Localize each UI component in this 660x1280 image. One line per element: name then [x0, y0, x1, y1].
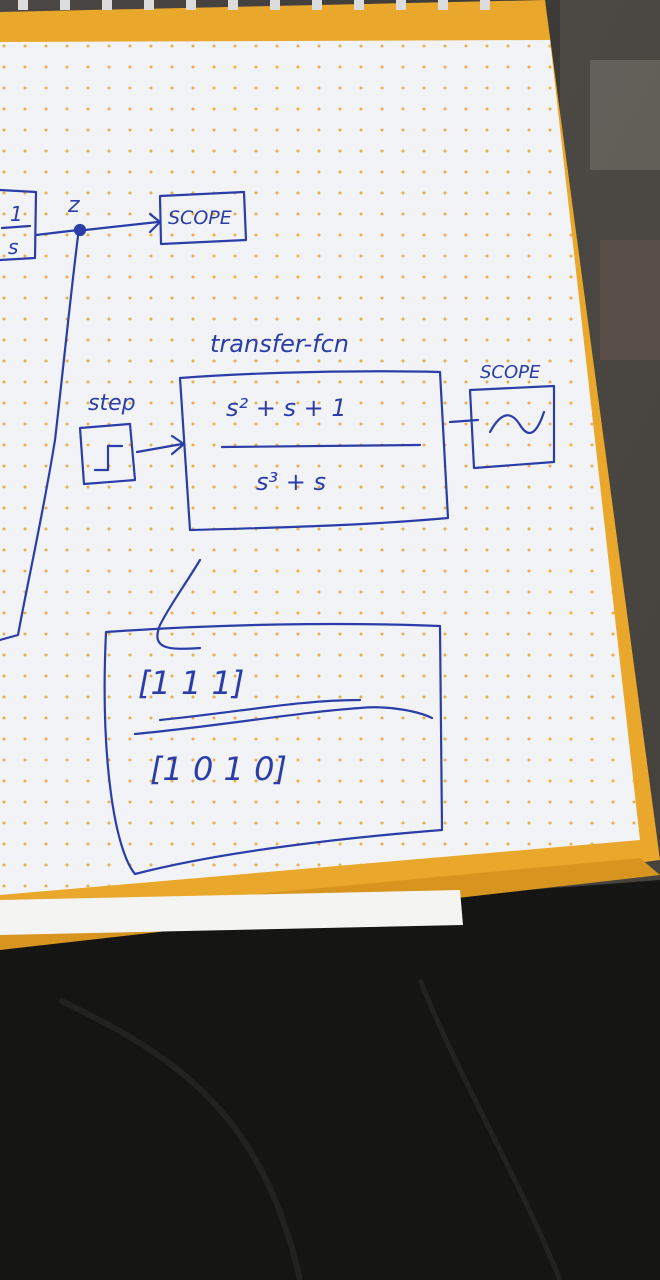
- right-scope-block: [468, 384, 556, 470]
- integrator-numerator: 1: [10, 202, 23, 226]
- spiral-binding: [18, 0, 490, 10]
- top-scope-block: [158, 190, 248, 246]
- right-scope-label: SCOPE: [480, 362, 541, 383]
- vector-numerator: [1 1 1]: [138, 664, 244, 702]
- scope-wave-icon: [488, 410, 546, 435]
- vector-denominator: [1 0 1 0]: [150, 750, 287, 788]
- connector-stroke: [156, 558, 202, 650]
- tf-denominator: s³ + s: [256, 468, 326, 496]
- integrator-denominator: s: [8, 235, 18, 259]
- step-icon: [93, 444, 124, 472]
- integrator-block: [0, 188, 38, 262]
- branch-node: [73, 223, 87, 237]
- transfer-fcn-label: transfer-fcn: [210, 330, 349, 358]
- step-block: [78, 422, 137, 486]
- step-label: step: [88, 391, 136, 416]
- vector-fraction-bar: [133, 706, 434, 736]
- feedback-line: [0, 234, 80, 642]
- dark-fabric: [0, 880, 660, 1280]
- transfer-fcn-block: [178, 370, 450, 532]
- signal-label: z: [67, 193, 80, 218]
- tf-numerator: s² + s + 1: [226, 394, 347, 422]
- tf-fraction-bar: [220, 443, 422, 449]
- top-scope-label: SCOPE: [168, 207, 232, 229]
- vector-block: [103, 622, 444, 876]
